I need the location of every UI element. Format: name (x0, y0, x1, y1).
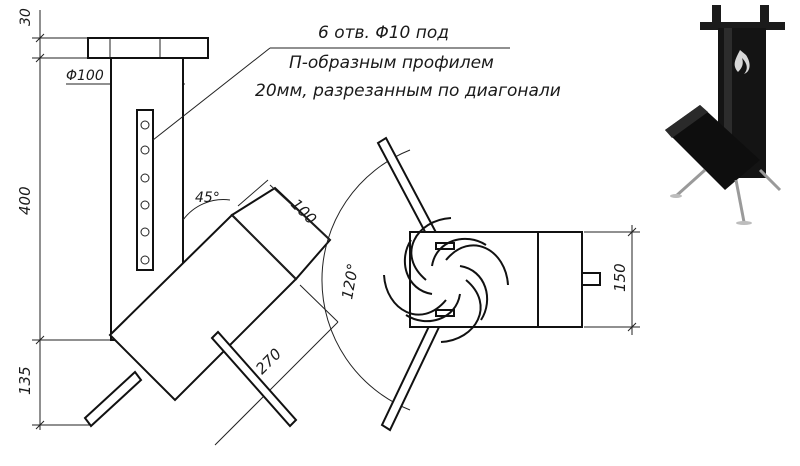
dim-angle: 45° (195, 190, 220, 206)
top-feed (537, 231, 583, 328)
top-leg-upper (376, 136, 442, 247)
dim-top-height: 30 (18, 8, 34, 26)
top-handle (581, 272, 601, 286)
note-line-3: 20мм, разрезанным по диагонали (255, 81, 561, 101)
holes (140, 120, 150, 265)
dim-leg-angle: 120° (338, 262, 362, 301)
leg-left (83, 370, 143, 428)
top-leg-lower (380, 318, 442, 432)
leg-right (210, 330, 298, 428)
note-line-2: П-образным профилем (289, 53, 494, 73)
dim-leg-height: 135 (16, 366, 34, 395)
stove-photo (655, 0, 800, 235)
swirl-grate (383, 217, 509, 343)
side-view: 30 400 135 Φ100 45° (16, 8, 510, 446)
hole-strip (136, 109, 154, 271)
note-line-1: 6 отв. Φ10 под (318, 23, 449, 43)
flame-logo (734, 50, 750, 74)
dim-pipe-height: 400 (16, 186, 34, 215)
dim-box-height: 150 (611, 263, 629, 292)
slot-top (435, 242, 455, 250)
dim-diameter: Φ100 (66, 68, 104, 84)
top-grate (87, 37, 209, 59)
dim-box-length: 270 (252, 345, 285, 378)
top-view: 120° 150 (321, 136, 640, 432)
feed-box (108, 186, 332, 402)
